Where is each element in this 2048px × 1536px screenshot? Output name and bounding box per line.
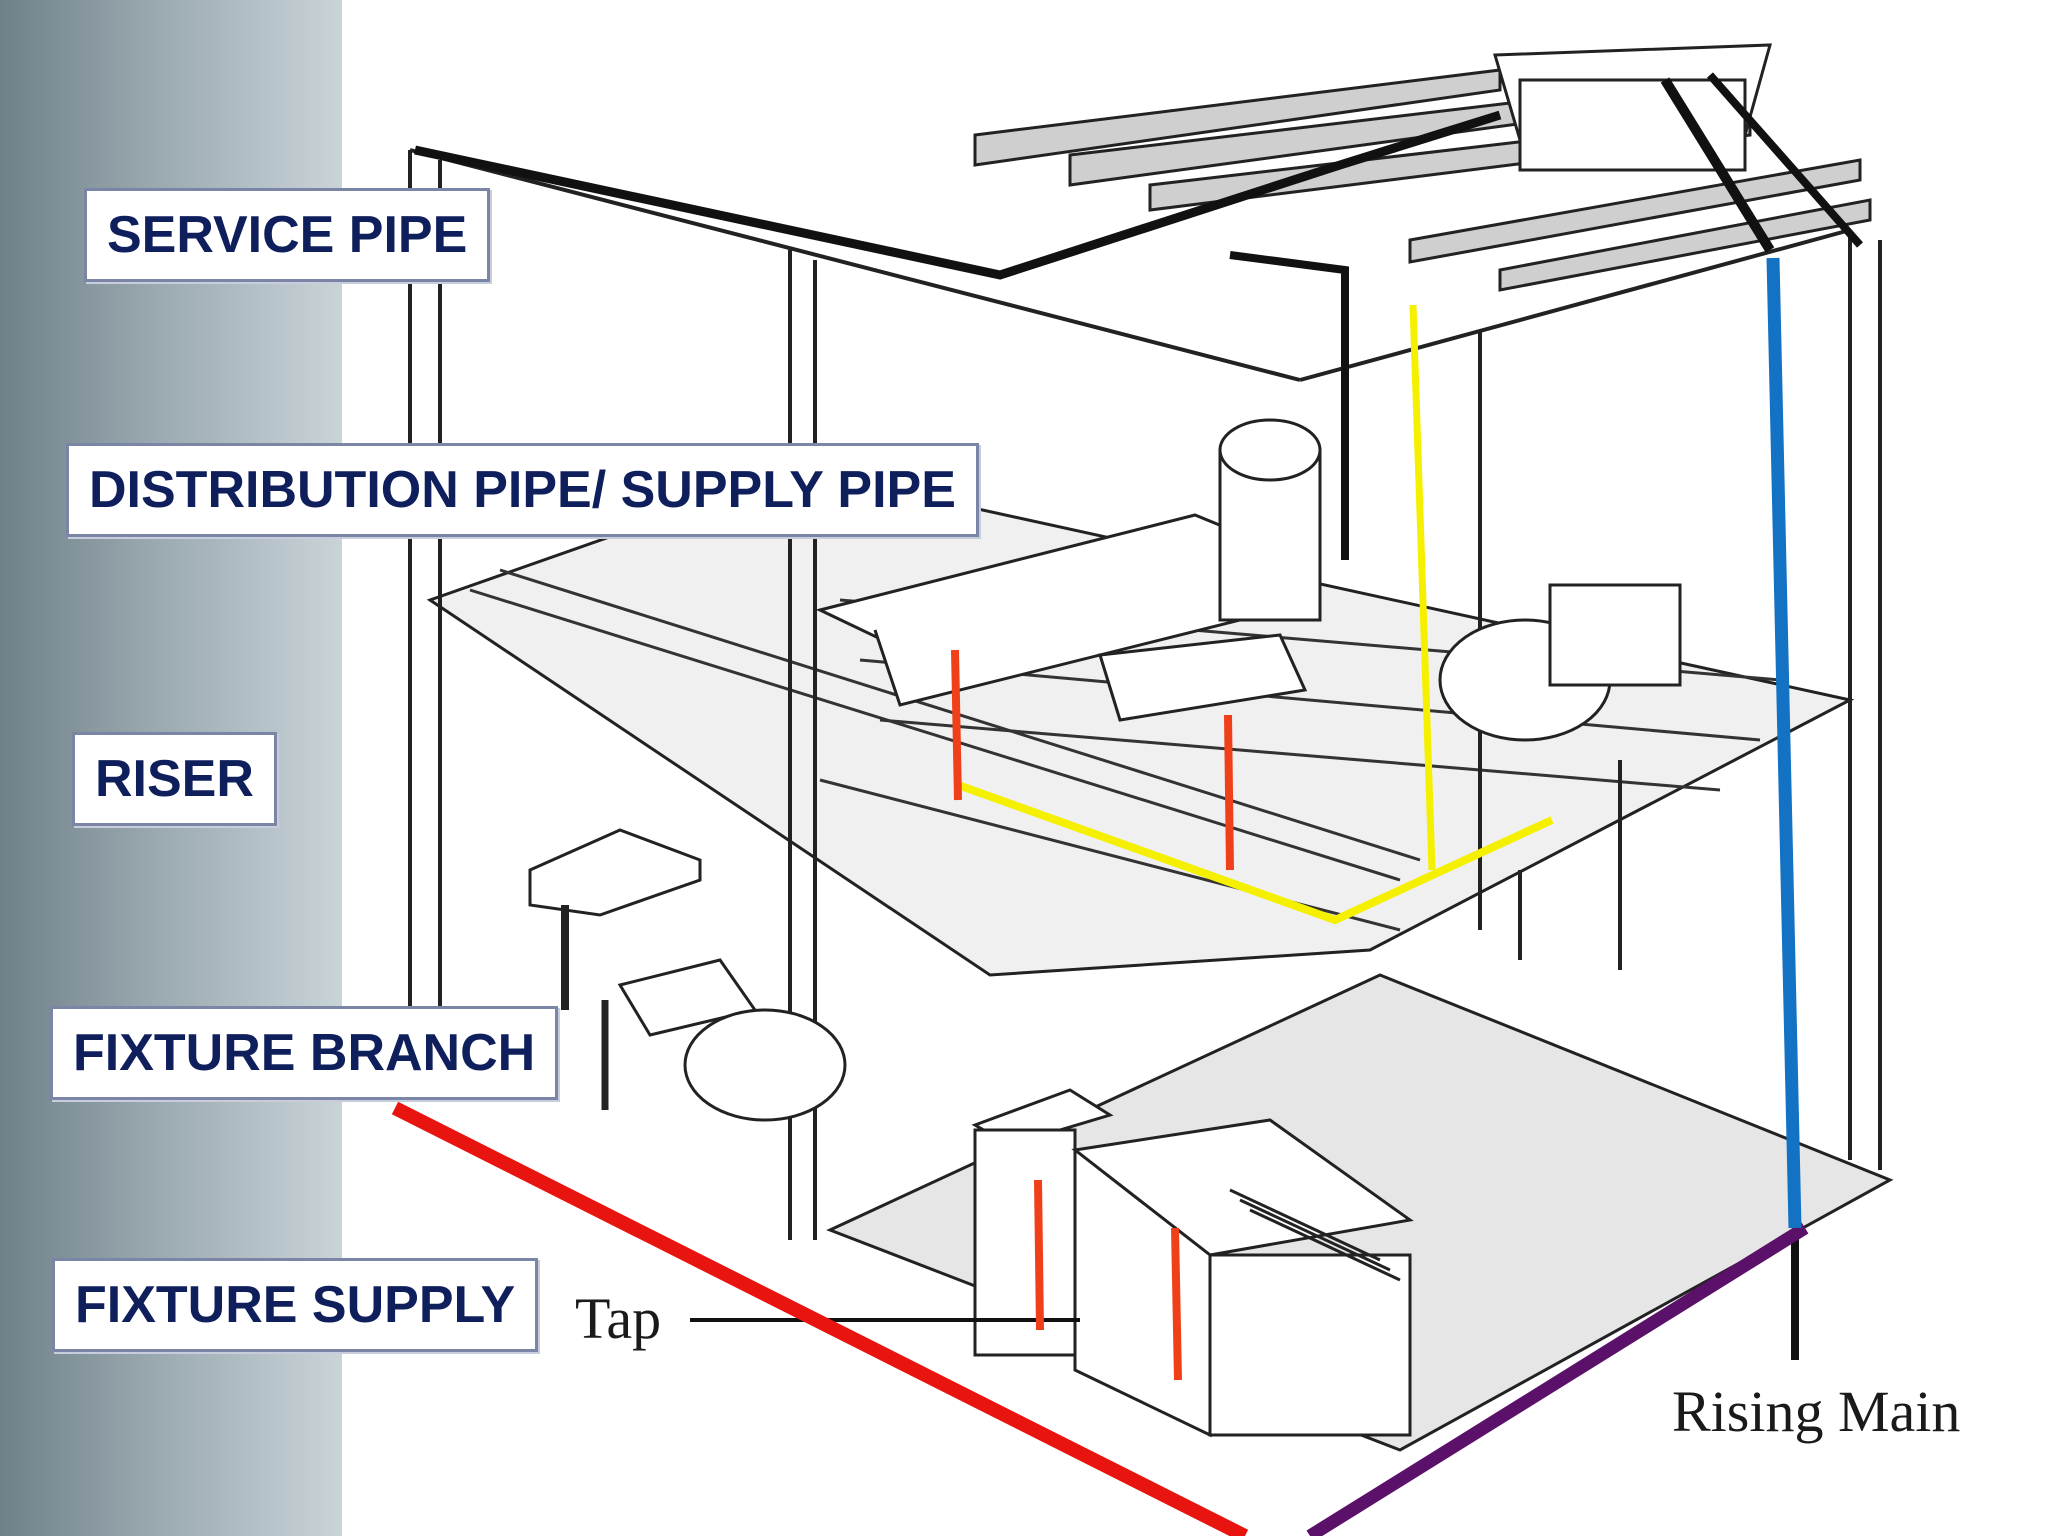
red-service-pipe-line: [391, 1101, 1249, 1536]
downstairs-basin: [528, 828, 702, 1010]
downstairs-toilet: [601, 958, 847, 1122]
fixture-supply-label: FIXTURE SUPPLY: [52, 1258, 539, 1352]
tap-caption: Tap: [575, 1286, 662, 1351]
upstairs-toilet: [1438, 583, 1682, 742]
riser-label: RISER: [72, 732, 277, 826]
tank-feed-pipe: [1660, 77, 1775, 253]
storage-tank: [1493, 43, 1772, 172]
fixture-branch-line-3: [1034, 1179, 1044, 1331]
ceiling-pipe: [414, 110, 1502, 280]
tank-feed-pipe-2: [1707, 72, 1863, 248]
upstairs-basin: [1098, 633, 1308, 722]
blue-rising-main-line: [1766, 257, 1802, 1229]
fixture-branch-line-4: [1171, 1227, 1182, 1381]
fixture-branch-line-2: [1224, 714, 1234, 871]
building-drawing: [391, 43, 1894, 1536]
yellow-distribution-line: [1409, 304, 1436, 871]
distribution-pipe-label: DISTRIBUTION PIPE/ SUPPLY PIPE: [66, 443, 979, 537]
rising-main-caption: Rising Main: [1672, 1379, 1961, 1444]
fixture-branch-line-1: [951, 649, 962, 801]
purple-underground-line: [1306, 1222, 1809, 1536]
tank-down-pipe: [1229, 251, 1349, 560]
plumbing-diagram: [342, 0, 2048, 1536]
yellow-distribution-line-lower: [956, 781, 1554, 925]
hot-water-cylinder: [1218, 418, 1322, 622]
kitchen-unit: [971, 1088, 1414, 1438]
fixture-branch-label: FIXTURE BRANCH: [50, 1006, 559, 1100]
service-pipe-label: SERVICE PIPE: [84, 188, 491, 282]
